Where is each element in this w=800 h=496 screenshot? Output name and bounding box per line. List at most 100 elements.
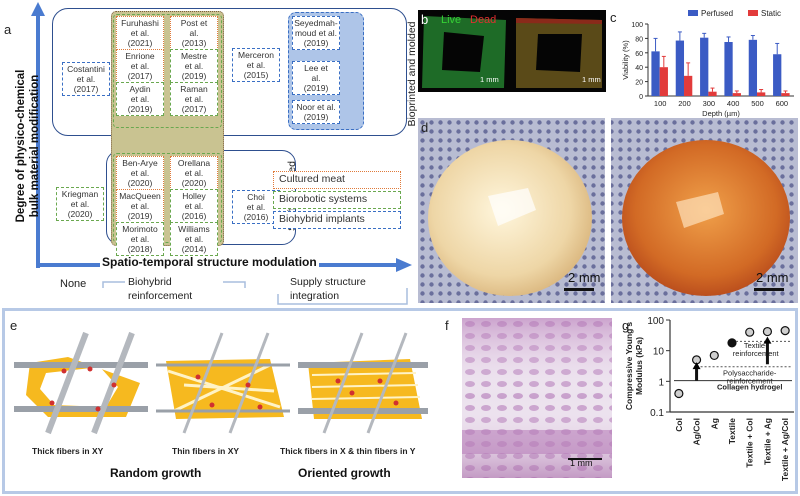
reference-text: Noor et al. <box>296 102 336 112</box>
bioprinted-biorobotic-region <box>113 14 222 128</box>
reference-text: et al. <box>184 234 204 244</box>
scale-bar-d1: 2 mm <box>568 270 601 285</box>
data-point <box>745 327 755 337</box>
annotation-poly-1: Polysaccharide- <box>723 369 777 378</box>
reference-text: Costantini <box>67 64 105 74</box>
legend-cultured-meat: Cultured meat <box>273 171 401 189</box>
bar-static <box>781 93 790 96</box>
lower-panels-frame <box>2 308 798 494</box>
reference-text: (2019) <box>127 211 153 221</box>
reference-text: et al. <box>130 61 150 71</box>
y-axis-title: Viability (%) <box>621 40 630 80</box>
data-point <box>762 326 773 337</box>
dead-label: Dead <box>470 14 497 26</box>
y-axis-arrow <box>31 2 45 268</box>
annotation-collagen: Collagen hydrogel <box>717 383 782 392</box>
scene-random-thin <box>156 332 290 434</box>
y-tick-label: 80 <box>635 36 643 43</box>
panel-d-images <box>418 118 798 303</box>
panel-b-image <box>418 10 606 92</box>
y-axis-title-line2: Modulus (kPa) <box>634 337 644 395</box>
reference-text: Holley <box>182 191 206 201</box>
scale-bar-f: 1 mm <box>570 458 593 468</box>
bar-perfused <box>651 51 660 96</box>
panel-label-b: b <box>421 12 429 27</box>
panel-label-f: f <box>445 318 449 333</box>
annotation-textile-2: reinforcement <box>733 349 780 358</box>
reference-text: (2015) <box>243 70 269 80</box>
scale-bar-b2: 1 mm <box>582 75 601 84</box>
legend-biorobotic: Biorobotic systems <box>273 191 401 209</box>
panel-label-c: c <box>610 10 617 25</box>
panel-e-diagram <box>14 331 428 435</box>
y-tick-label: 0.1 <box>650 408 664 419</box>
reference-text: (2019) <box>303 112 329 122</box>
legend-swatch-static <box>748 10 758 16</box>
reference-text: (2017) <box>127 71 153 81</box>
legend-swatch-perfused <box>688 10 698 16</box>
panel-label-g: g <box>622 318 630 333</box>
reference-text: MacQueen <box>119 191 161 201</box>
bar-perfused <box>724 42 733 96</box>
reference-text: (2016) <box>181 211 207 221</box>
x-tick-label: Ag <box>709 418 719 429</box>
panel-label-e: e <box>10 318 18 333</box>
scale-bar-b1: 1 mm <box>480 75 499 84</box>
x-tick-label: 300 <box>703 99 716 108</box>
reference-text: Aydin <box>129 84 151 94</box>
reference-text: et al. <box>184 61 204 71</box>
reference-text: Enrione <box>125 51 155 61</box>
annotation-poly-2: reinforcement <box>727 377 774 386</box>
data-point <box>780 326 790 336</box>
y-tick-label: 40 <box>635 65 643 72</box>
label-thick-xy: Thick fibers in XY <box>32 446 104 456</box>
reference-text: moud et al. <box>294 28 338 38</box>
reference-text: (2018) <box>127 244 153 254</box>
scene-random-thick <box>14 331 148 435</box>
x-tick-label: 500 <box>751 99 764 108</box>
reference-text: et al. <box>184 168 204 178</box>
arrow-poly-head <box>692 362 701 370</box>
reference-text: et al. <box>70 199 90 209</box>
bar-static <box>708 91 717 96</box>
reference-text: Morimoto <box>122 224 158 234</box>
scale-bar-d2: 2 mm <box>756 270 789 285</box>
reference-text: et al. <box>184 201 204 211</box>
label-oriented-growth: Oriented growth <box>298 466 391 480</box>
data-point <box>674 388 684 399</box>
bar-perfused <box>773 54 782 96</box>
label-random-growth: Random growth <box>110 466 202 480</box>
x-label-none: None <box>60 278 87 290</box>
scaffold-biorobotic-region <box>113 153 222 243</box>
reference-text: (2014) <box>181 244 207 254</box>
y-tick-label: 100 <box>631 22 643 29</box>
y-tick-label: 20 <box>635 80 643 87</box>
reference-text: Williams <box>178 224 210 234</box>
data-point <box>709 350 719 361</box>
fluorescence-image <box>422 16 602 88</box>
bioprinted-label-text: Bioprinted and molded <box>406 21 418 127</box>
y-tick-label: 1 <box>658 377 664 388</box>
reference-box: Seyedmah-moud et al.(2019) <box>292 16 340 50</box>
reference-text: Ben-Arye <box>122 158 158 168</box>
reference-text: al. <box>311 73 321 83</box>
x-tick-label: 100 <box>654 99 667 108</box>
reference-text: (2017) <box>181 104 207 114</box>
reference-text: Merceron <box>238 50 274 60</box>
legend-implants: Biohybrid implants <box>273 211 401 229</box>
y-tick-label: 0 <box>639 94 643 101</box>
arrow-textile-head <box>763 336 772 344</box>
annotation-textile-1: Textile- <box>744 341 768 350</box>
reference-text: (2021) <box>127 38 153 48</box>
bar-perfused <box>748 39 758 96</box>
